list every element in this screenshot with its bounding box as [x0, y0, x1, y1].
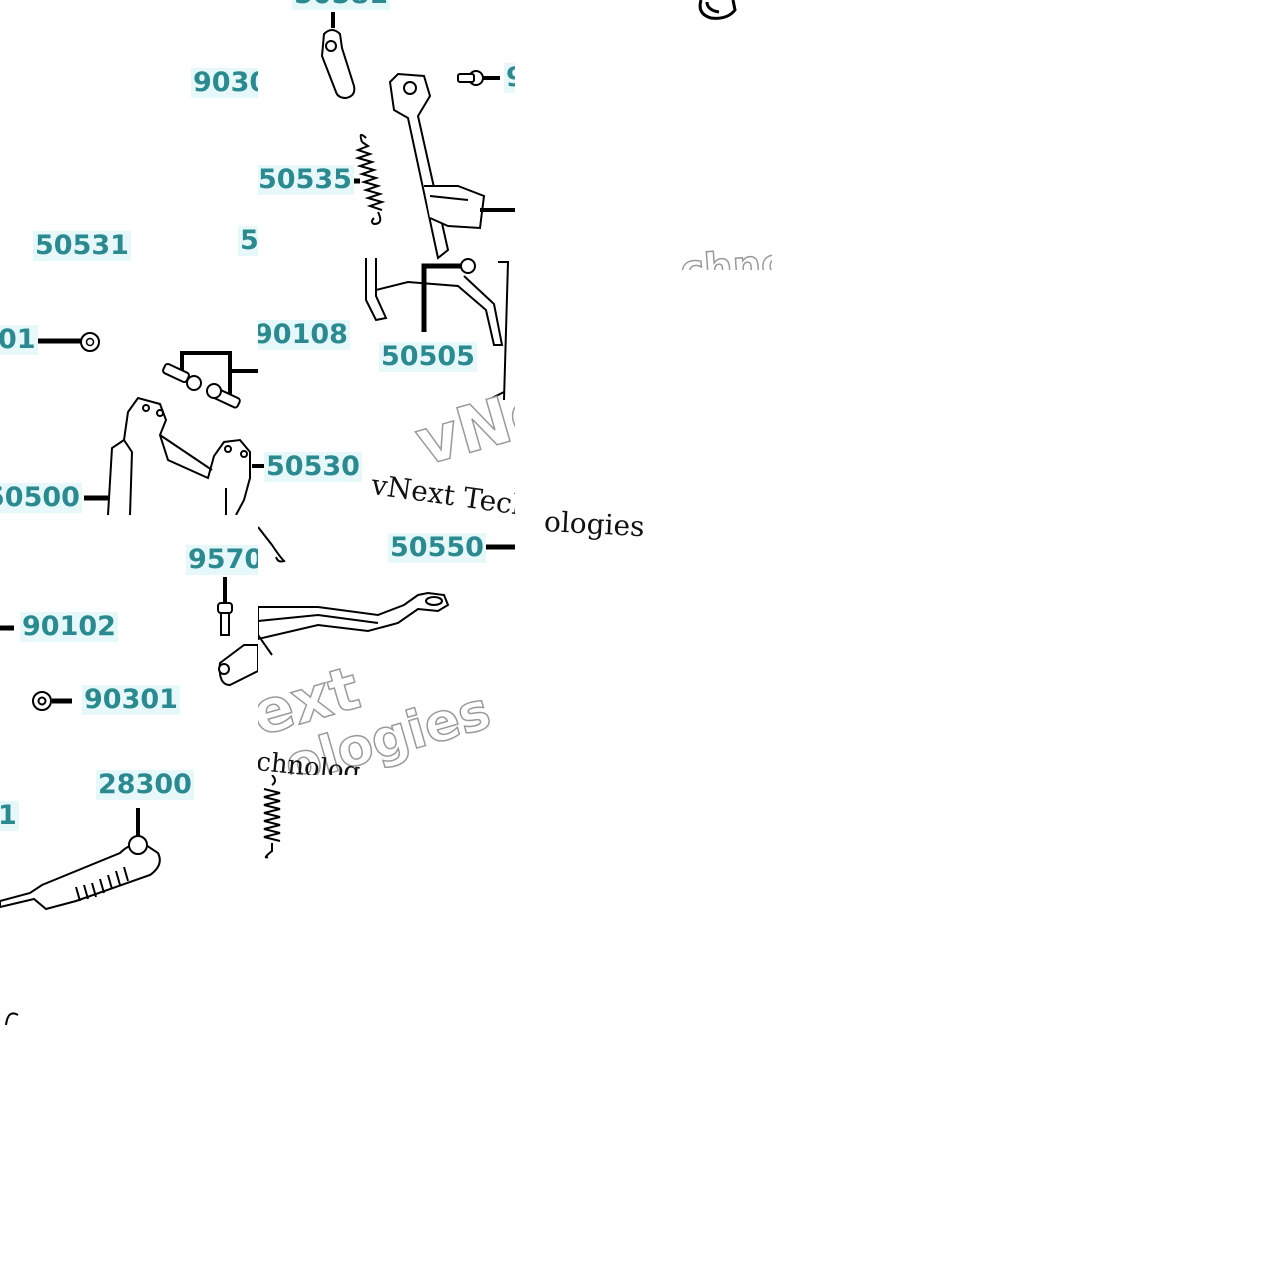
clamp-icon	[218, 644, 258, 687]
brake-pedal-icon	[258, 591, 450, 641]
bolt-icon	[162, 362, 241, 409]
stand-rubber-icon	[460, 258, 476, 274]
diagram-tile-bottom-middle: 50550 ext ologies chnolog	[258, 515, 515, 775]
part-number-9-right: 9	[504, 63, 515, 93]
part-number-50500: 50500	[0, 483, 82, 513]
nut-01-icon	[80, 332, 100, 352]
diagram-tile-top-middle: 50581 9 50535 90108 50505 50530 vNe vNex…	[258, 0, 515, 515]
tile-bottom-left-drawing	[0, 577, 258, 1026]
part-number-50550: 50550	[388, 532, 486, 563]
spring-icon	[354, 133, 386, 226]
nut-90301-icon	[32, 691, 52, 711]
main-stand-frame	[107, 396, 251, 515]
part-number-90102: 90102	[20, 611, 118, 642]
kickstart-lever-icon	[0, 835, 161, 911]
tile-bottom-middle-drawing	[258, 526, 515, 656]
diagram-tile-bottom-spring	[258, 775, 288, 865]
diagram-tile-top-left: 9030 50531 5 01 50500	[0, 0, 258, 515]
watermark-serif-ologies: ologies	[543, 505, 646, 540]
part-number-50531: 50531	[33, 230, 131, 261]
part-number-90301: 90301	[82, 684, 180, 715]
tile-top-left-drawing	[35, 332, 258, 515]
tile-top-right-drawing	[698, 0, 737, 20]
diagram-tile-top-right: chno	[515, 0, 772, 270]
tile-top-middle-drawing	[258, 12, 515, 468]
tile-bottom-spring-drawing	[263, 775, 281, 859]
part-number-50505: 50505	[379, 341, 477, 372]
diagram-tile-mid-right: ologies	[515, 505, 670, 540]
part-number-50535: 50535	[258, 164, 354, 195]
pivot-pin-icon	[217, 602, 233, 636]
part-number-50581: 50581	[292, 0, 390, 10]
part-number-28300: 28300	[96, 769, 194, 800]
side-stand-icon	[388, 72, 486, 260]
clip-ring-icon	[698, 0, 737, 20]
return-spring-icon	[263, 775, 281, 859]
part-number-01: 01	[0, 325, 38, 355]
part-number-50530: 50530	[264, 451, 362, 482]
part-number-9030: 9030	[191, 68, 258, 98]
pivot-bolt-icon	[457, 70, 484, 86]
part-number-5: 5	[238, 226, 258, 256]
part-number-9570: 9570	[186, 545, 258, 575]
stand-bracket-icon	[320, 29, 356, 100]
main-stand-leg	[365, 258, 510, 401]
part-number-1: 1	[0, 801, 19, 831]
diagram-tile-bottom-left: 9570 90102 90301 28300 1	[0, 515, 258, 1030]
part-number-90108: 90108	[258, 320, 350, 350]
